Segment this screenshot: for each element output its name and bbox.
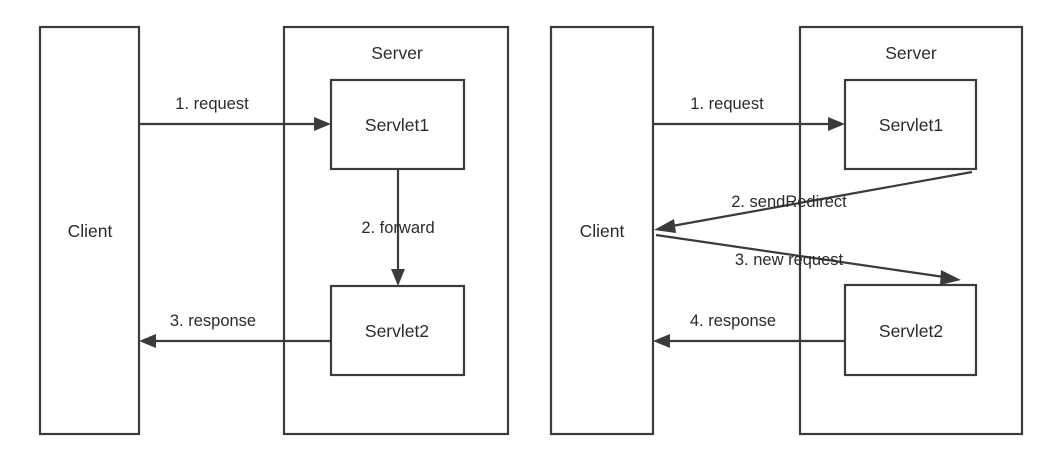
left-edge-response-label: 3. response — [170, 312, 256, 330]
right-edge-request: 1. request — [653, 95, 845, 131]
left-servlet1-label: Servlet1 — [365, 115, 429, 135]
left-edge-response: 3. response — [139, 312, 331, 348]
left-servlet1-box — [329, 78, 466, 171]
right-client-box — [549, 25, 655, 436]
left-edge-forward-arrowhead — [391, 269, 405, 286]
left-client-label: Client — [68, 221, 113, 241]
right-edge-sendredirect: 2. sendRedirect — [654, 170, 973, 233]
left-server-label: Server — [371, 43, 423, 63]
right-edge-request-arrowhead — [828, 117, 845, 131]
right-client-label: Client — [580, 221, 625, 241]
right-edge-new-request-label: 3. new request — [735, 251, 844, 269]
right-edge-sendredirect-arrowhead — [654, 219, 676, 233]
left-servlet2-label: Servlet2 — [365, 321, 429, 341]
left-servlet2-box — [329, 284, 466, 377]
right-edge-request-label: 1. request — [690, 95, 764, 113]
left-edge-forward-label: 2. forward — [361, 219, 434, 237]
left-edge-response-arrowhead — [139, 334, 156, 348]
right-edge-response-arrowhead — [653, 334, 670, 348]
right-edge-sendredirect-label: 2. sendRedirect — [731, 193, 847, 211]
panel-sendredirect: Client Server Servlet1 Servlet2 1. reque… — [549, 25, 1024, 436]
left-edge-request: 1. request — [139, 95, 331, 131]
right-edge-new-request: 3. new request — [655, 233, 961, 285]
right-servlet1-label: Servlet1 — [879, 115, 943, 135]
right-server-label: Server — [885, 43, 937, 63]
right-servlet2-box — [843, 283, 978, 377]
left-edge-request-label: 1. request — [175, 95, 249, 113]
left-edge-request-arrowhead — [314, 117, 331, 131]
right-edge-response: 4. response — [653, 312, 845, 348]
left-client-box — [38, 25, 141, 436]
right-servlet2-label: Servlet2 — [879, 321, 943, 341]
panel-forward: Client Server Servlet1 Servlet2 1. reque… — [38, 25, 510, 436]
right-edge-new-request-arrowhead — [940, 270, 961, 285]
right-servlet1-box — [843, 78, 978, 171]
right-edge-response-label: 4. response — [690, 312, 776, 330]
left-edge-forward: 2. forward — [361, 169, 435, 286]
